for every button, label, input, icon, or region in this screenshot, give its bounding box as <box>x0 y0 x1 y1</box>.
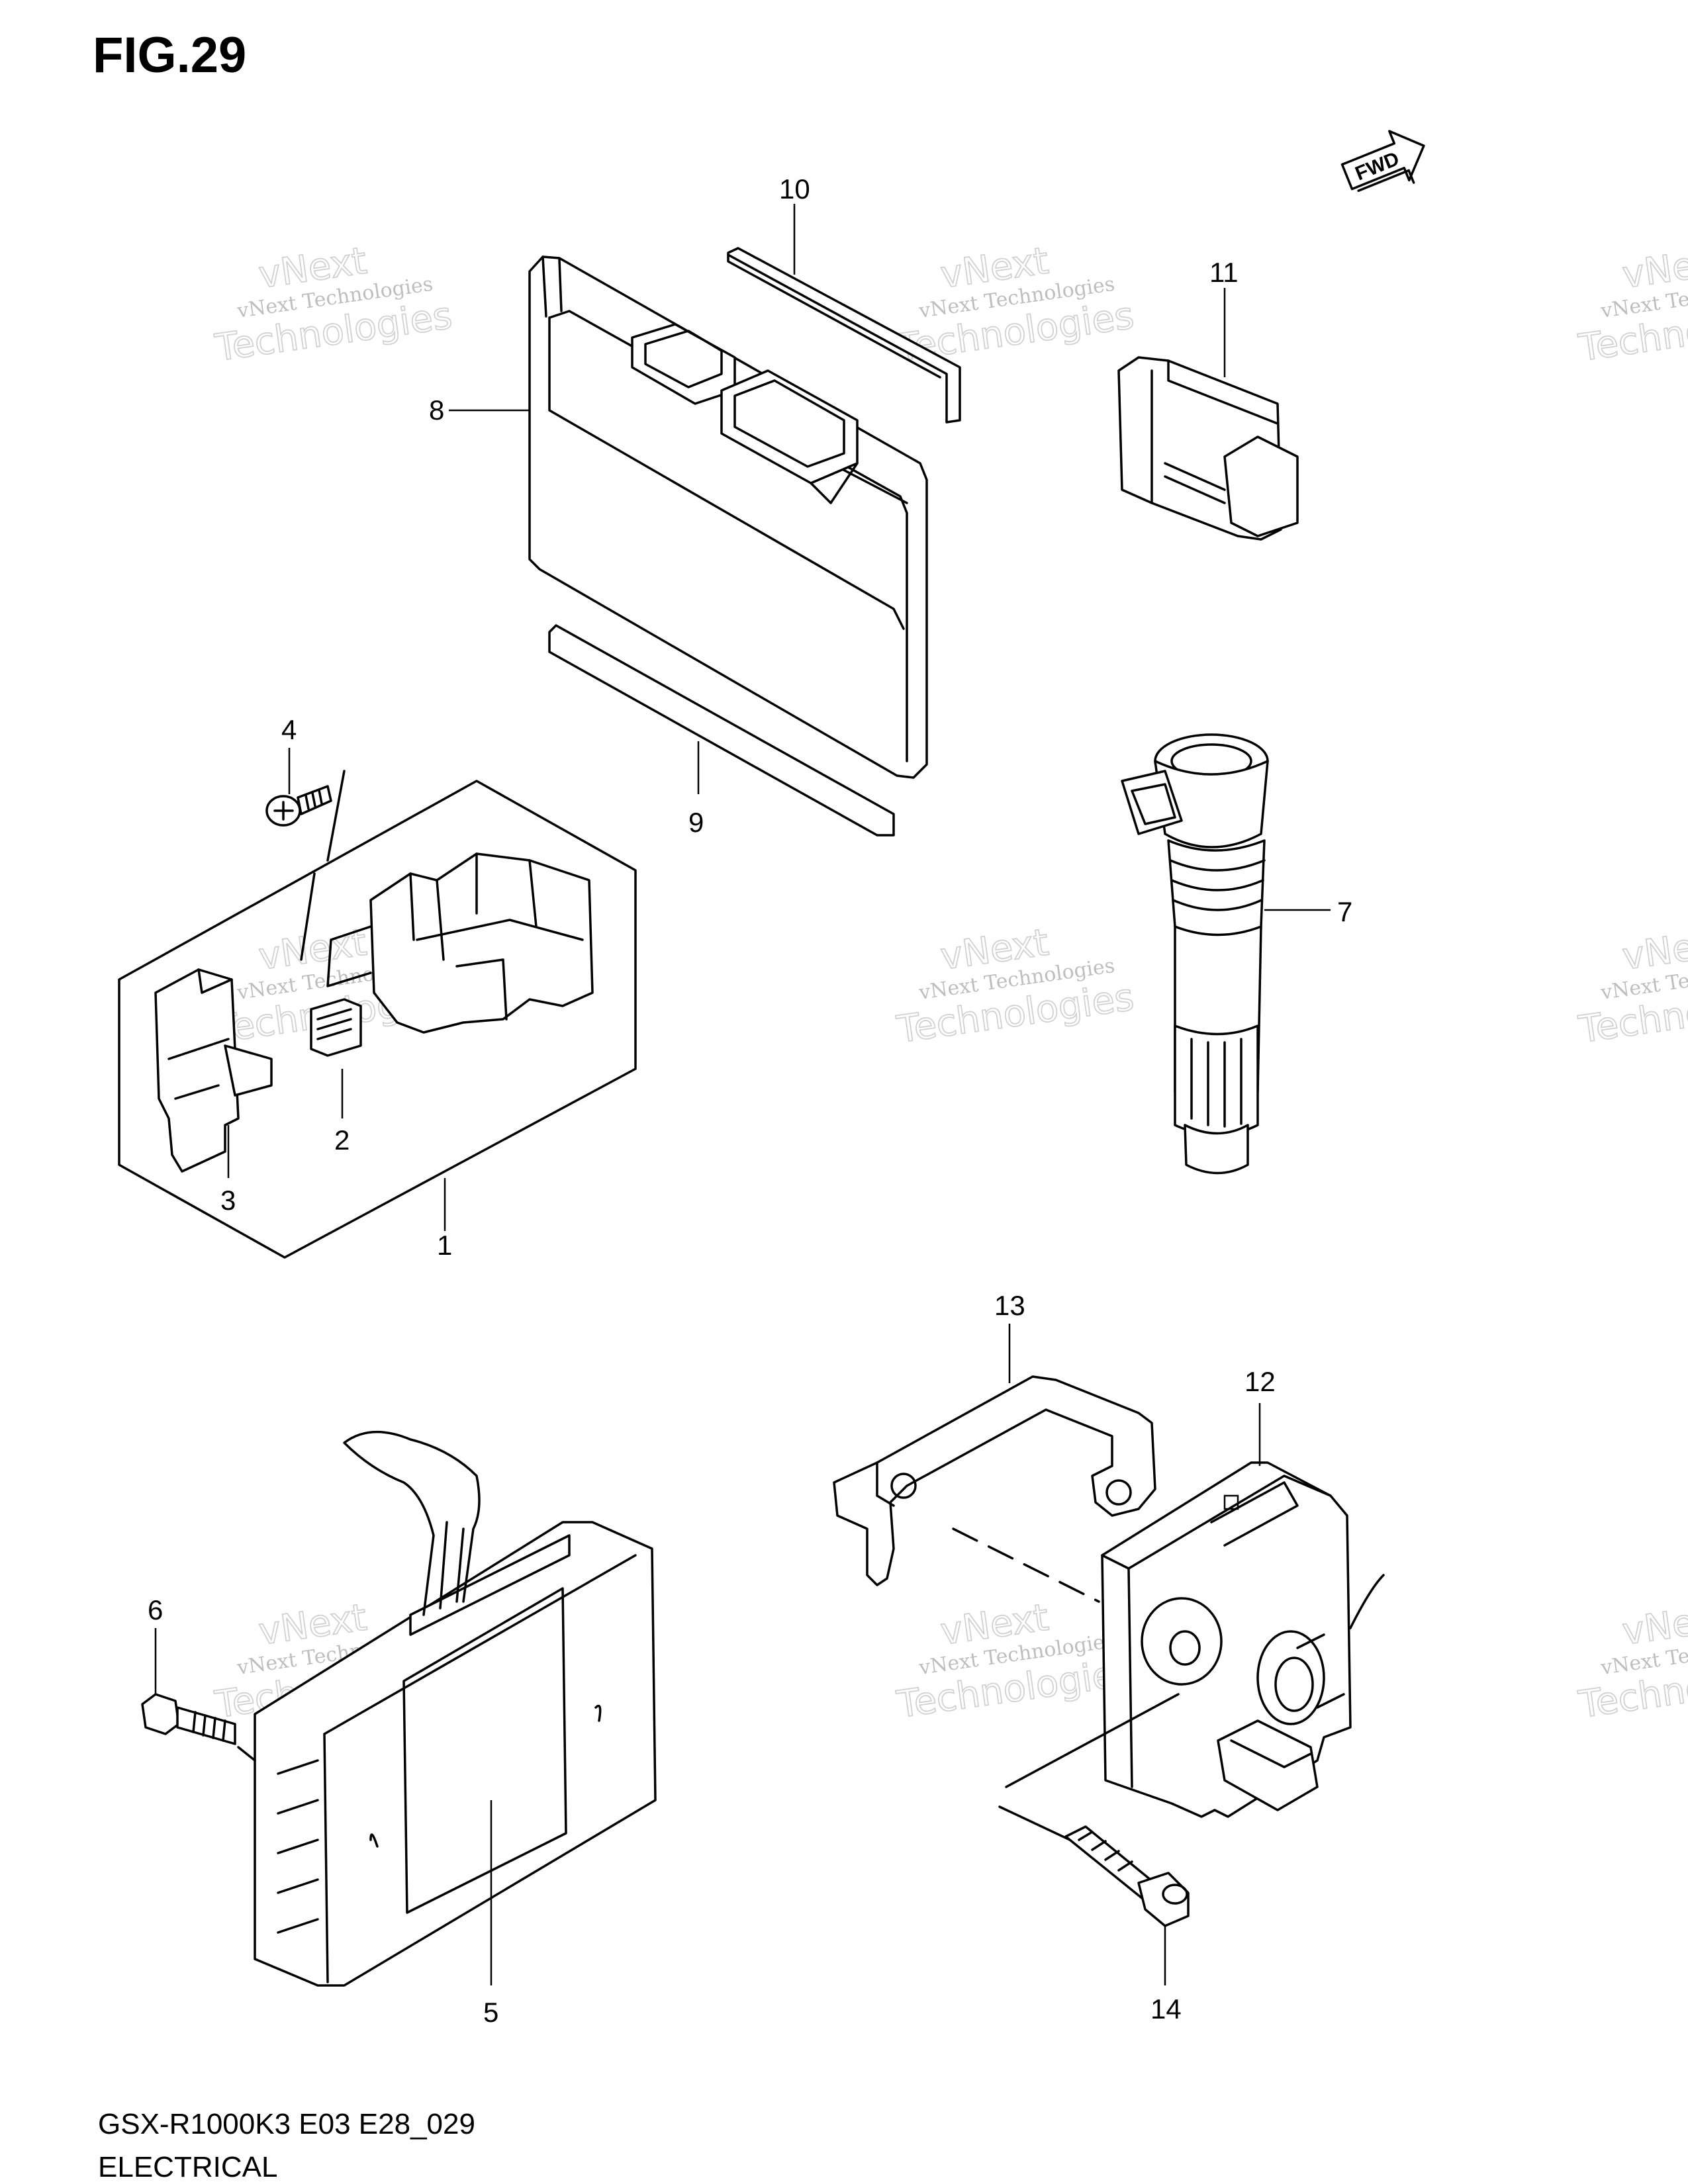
callout-6: 6 <box>148 1594 163 1625</box>
leader-lines <box>154 204 1331 1985</box>
watermark-6: vNext Technologies vNext Technologies <box>894 1596 1137 1727</box>
watermark-4: vNext Technologies vNext Technologies <box>894 921 1137 1052</box>
callout-4: 4 <box>281 714 297 745</box>
callout-7: 7 <box>1337 896 1352 927</box>
svg-text:vNext: vNext <box>1620 1596 1688 1654</box>
callout-3: 3 <box>220 1185 236 1216</box>
part-7-ignition-coil <box>1121 733 1269 1175</box>
part-4-screw <box>265 785 332 827</box>
callout-2: 2 <box>334 1124 350 1156</box>
callout-5: 5 <box>483 1997 498 2028</box>
svg-text:vNext: vNext <box>1620 921 1688 979</box>
footer-section-title: ELECTRICAL <box>98 2151 278 2183</box>
part-11-relay <box>1117 356 1299 541</box>
watermark-2: vNext Technologies vNext Technologies <box>894 239 1137 371</box>
callout-14: 14 <box>1150 1993 1182 2025</box>
part-1-switch-assembly <box>326 852 594 1034</box>
watermark-9: vNext Technologies vNext Technologies <box>1575 1596 1688 1727</box>
part-8-ecm <box>528 255 928 779</box>
watermark-7: vNext Technologies vNext Technologies <box>1575 239 1688 371</box>
part-3-cover <box>154 968 273 1173</box>
callout-9: 9 <box>688 807 704 838</box>
callout-labels: 10 8 9 11 7 4 2 3 1 13 12 6 5 14 <box>148 173 1352 2028</box>
callout-12: 12 <box>1244 1366 1276 1397</box>
callout-13: 13 <box>994 1290 1025 1321</box>
footer-model-code: GSX-R1000K3 E03 E28_029 <box>98 2108 475 2140</box>
part-12-sensor <box>998 1461 1385 1861</box>
part-1-assembly-frame <box>118 770 637 1259</box>
fwd-arrow-icon: FWD <box>1340 130 1425 192</box>
callout-10: 10 <box>779 173 810 205</box>
callout-1: 1 <box>437 1230 452 1261</box>
part-5-regulator <box>254 1430 657 1987</box>
callout-8: 8 <box>429 394 444 426</box>
part-9-strip <box>548 624 895 837</box>
watermark-8: vNext Technologies vNext Technologies <box>1575 921 1688 1052</box>
svg-text:vNext: vNext <box>1620 240 1688 297</box>
part-13-bracket <box>833 1375 1156 1603</box>
figure-title: FIG.29 <box>93 27 247 83</box>
watermark-1: vNext Technologies vNext Technologies <box>212 239 455 371</box>
part-6-bolt <box>141 1693 256 1762</box>
part-2-connector <box>310 998 362 1057</box>
part-10-pad <box>727 247 961 424</box>
callout-11: 11 <box>1209 257 1239 288</box>
part-14-bolt <box>1064 1825 1190 1927</box>
